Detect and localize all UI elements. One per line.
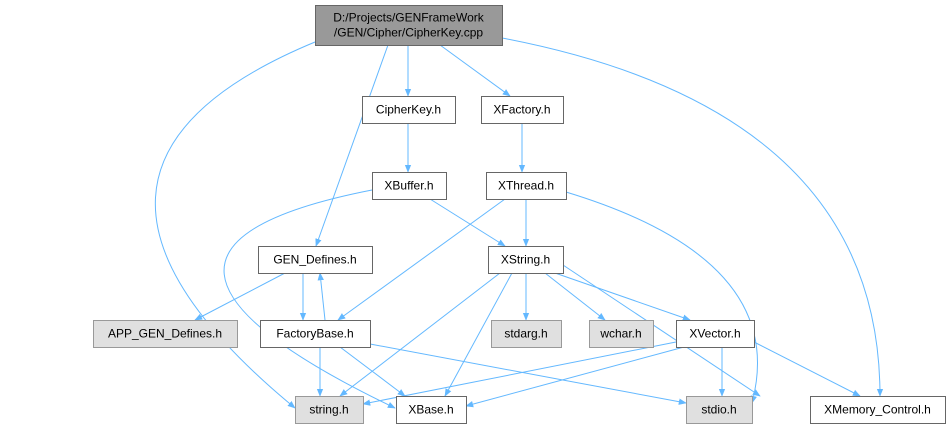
edge-root-to-gendefines	[315, 44, 389, 247]
edge-root-to-xfactory	[439, 44, 511, 97]
node-stdarg: stdarg.h	[491, 320, 562, 348]
node-xbuffer[interactable]: XBuffer.h	[372, 172, 447, 200]
node-stdio-label: stdio.h	[701, 403, 736, 417]
edge-xvector-to-string	[362, 341, 677, 406]
node-xstring[interactable]: XString.h	[488, 246, 564, 274]
node-xbuffer-label: XBuffer.h	[384, 179, 433, 193]
node-xstring-box	[488, 246, 564, 274]
node-xfactory[interactable]: XFactory.h	[481, 96, 564, 124]
node-string-label: string.h	[309, 403, 348, 417]
node-factorybase[interactable]: FactoryBase.h	[260, 320, 371, 348]
node-factorybase-box	[260, 320, 371, 348]
node-wchar-box	[589, 320, 654, 348]
node-xbase-box	[396, 396, 467, 424]
node-factorybase-label: FactoryBase.h	[276, 327, 353, 341]
edge-gendefines-to-appgendefines	[194, 272, 286, 321]
node-cipherkey-label: CipherKey.h	[376, 103, 441, 117]
node-root-label: /GEN/Cipher/CipherKey.cpp	[334, 26, 484, 40]
edge-xvector-to-xmemory	[753, 341, 861, 397]
edge-root-to-xmemory	[501, 37, 884, 397]
node-stdio: stdio.h	[686, 396, 753, 424]
node-xmemory[interactable]: XMemory_Control.h	[810, 396, 946, 424]
node-xbase-label: XBase.h	[408, 403, 453, 417]
node-root-label: D:/Projects/GENFrameWork	[333, 11, 484, 25]
node-root[interactable]: D:/Projects/GENFrameWork/GEN/Cipher/Ciph…	[315, 5, 503, 46]
node-xvector-box	[676, 320, 755, 348]
node-xbuffer-box	[372, 172, 447, 200]
node-appgendefines-box	[93, 320, 238, 348]
edge-xstring-to-wchar	[544, 272, 606, 321]
edge-factorybase-to-stdio	[369, 343, 687, 405]
nodes-layer: D:/Projects/GENFrameWork/GEN/Cipher/Ciph…	[93, 5, 946, 424]
edges-layer	[154, 37, 884, 409]
node-gendefines-box	[258, 246, 373, 274]
node-stdio-box	[686, 396, 753, 424]
edge-xthread-to-factorybase	[337, 198, 506, 321]
node-string: string.h	[295, 396, 364, 424]
edge-xstring-to-xbase	[444, 272, 513, 397]
node-wchar: wchar.h	[589, 320, 654, 348]
edge-root-to-string	[154, 41, 316, 409]
edge-xstring-to-string	[339, 272, 501, 397]
node-string-box	[295, 396, 364, 424]
edge-xvector-to-xbase	[465, 346, 685, 408]
node-stdarg-box	[491, 320, 562, 348]
node-xstring-label: XString.h	[501, 253, 550, 267]
node-xvector-label: XVector.h	[689, 327, 740, 341]
node-xvector[interactable]: XVector.h	[676, 320, 755, 348]
node-root-box	[315, 5, 503, 46]
node-cipherkey[interactable]: CipherKey.h	[362, 96, 456, 124]
edge-xstring-to-stdio	[562, 264, 761, 397]
node-stdarg-label: stdarg.h	[504, 327, 547, 341]
node-xthread[interactable]: XThread.h	[486, 172, 567, 200]
node-appgendefines: APP_GEN_Defines.h	[93, 320, 238, 348]
node-xmemory-box	[810, 396, 946, 424]
node-xthread-box	[486, 172, 567, 200]
edge-xstring-to-xvector	[554, 272, 691, 321]
node-gendefines[interactable]: GEN_Defines.h	[258, 246, 373, 274]
node-wchar-label: wchar.h	[599, 327, 641, 341]
node-cipherkey-box	[362, 96, 456, 124]
edge-factorybase-to-gendefines	[317, 272, 326, 321]
node-xfactory-label: XFactory.h	[493, 103, 550, 117]
edge-xbuffer-to-xbase	[223, 189, 396, 409]
node-xmemory-label: XMemory_Control.h	[824, 403, 931, 417]
node-xfactory-box	[481, 96, 564, 124]
node-xbase[interactable]: XBase.h	[396, 396, 467, 424]
edge-xbuffer-to-xstring	[429, 198, 506, 247]
edge-xthread-to-stdio	[565, 191, 758, 404]
node-appgendefines-label: APP_GEN_Defines.h	[108, 327, 222, 341]
node-gendefines-label: GEN_Defines.h	[273, 253, 356, 267]
node-xthread-label: XThread.h	[498, 179, 554, 193]
